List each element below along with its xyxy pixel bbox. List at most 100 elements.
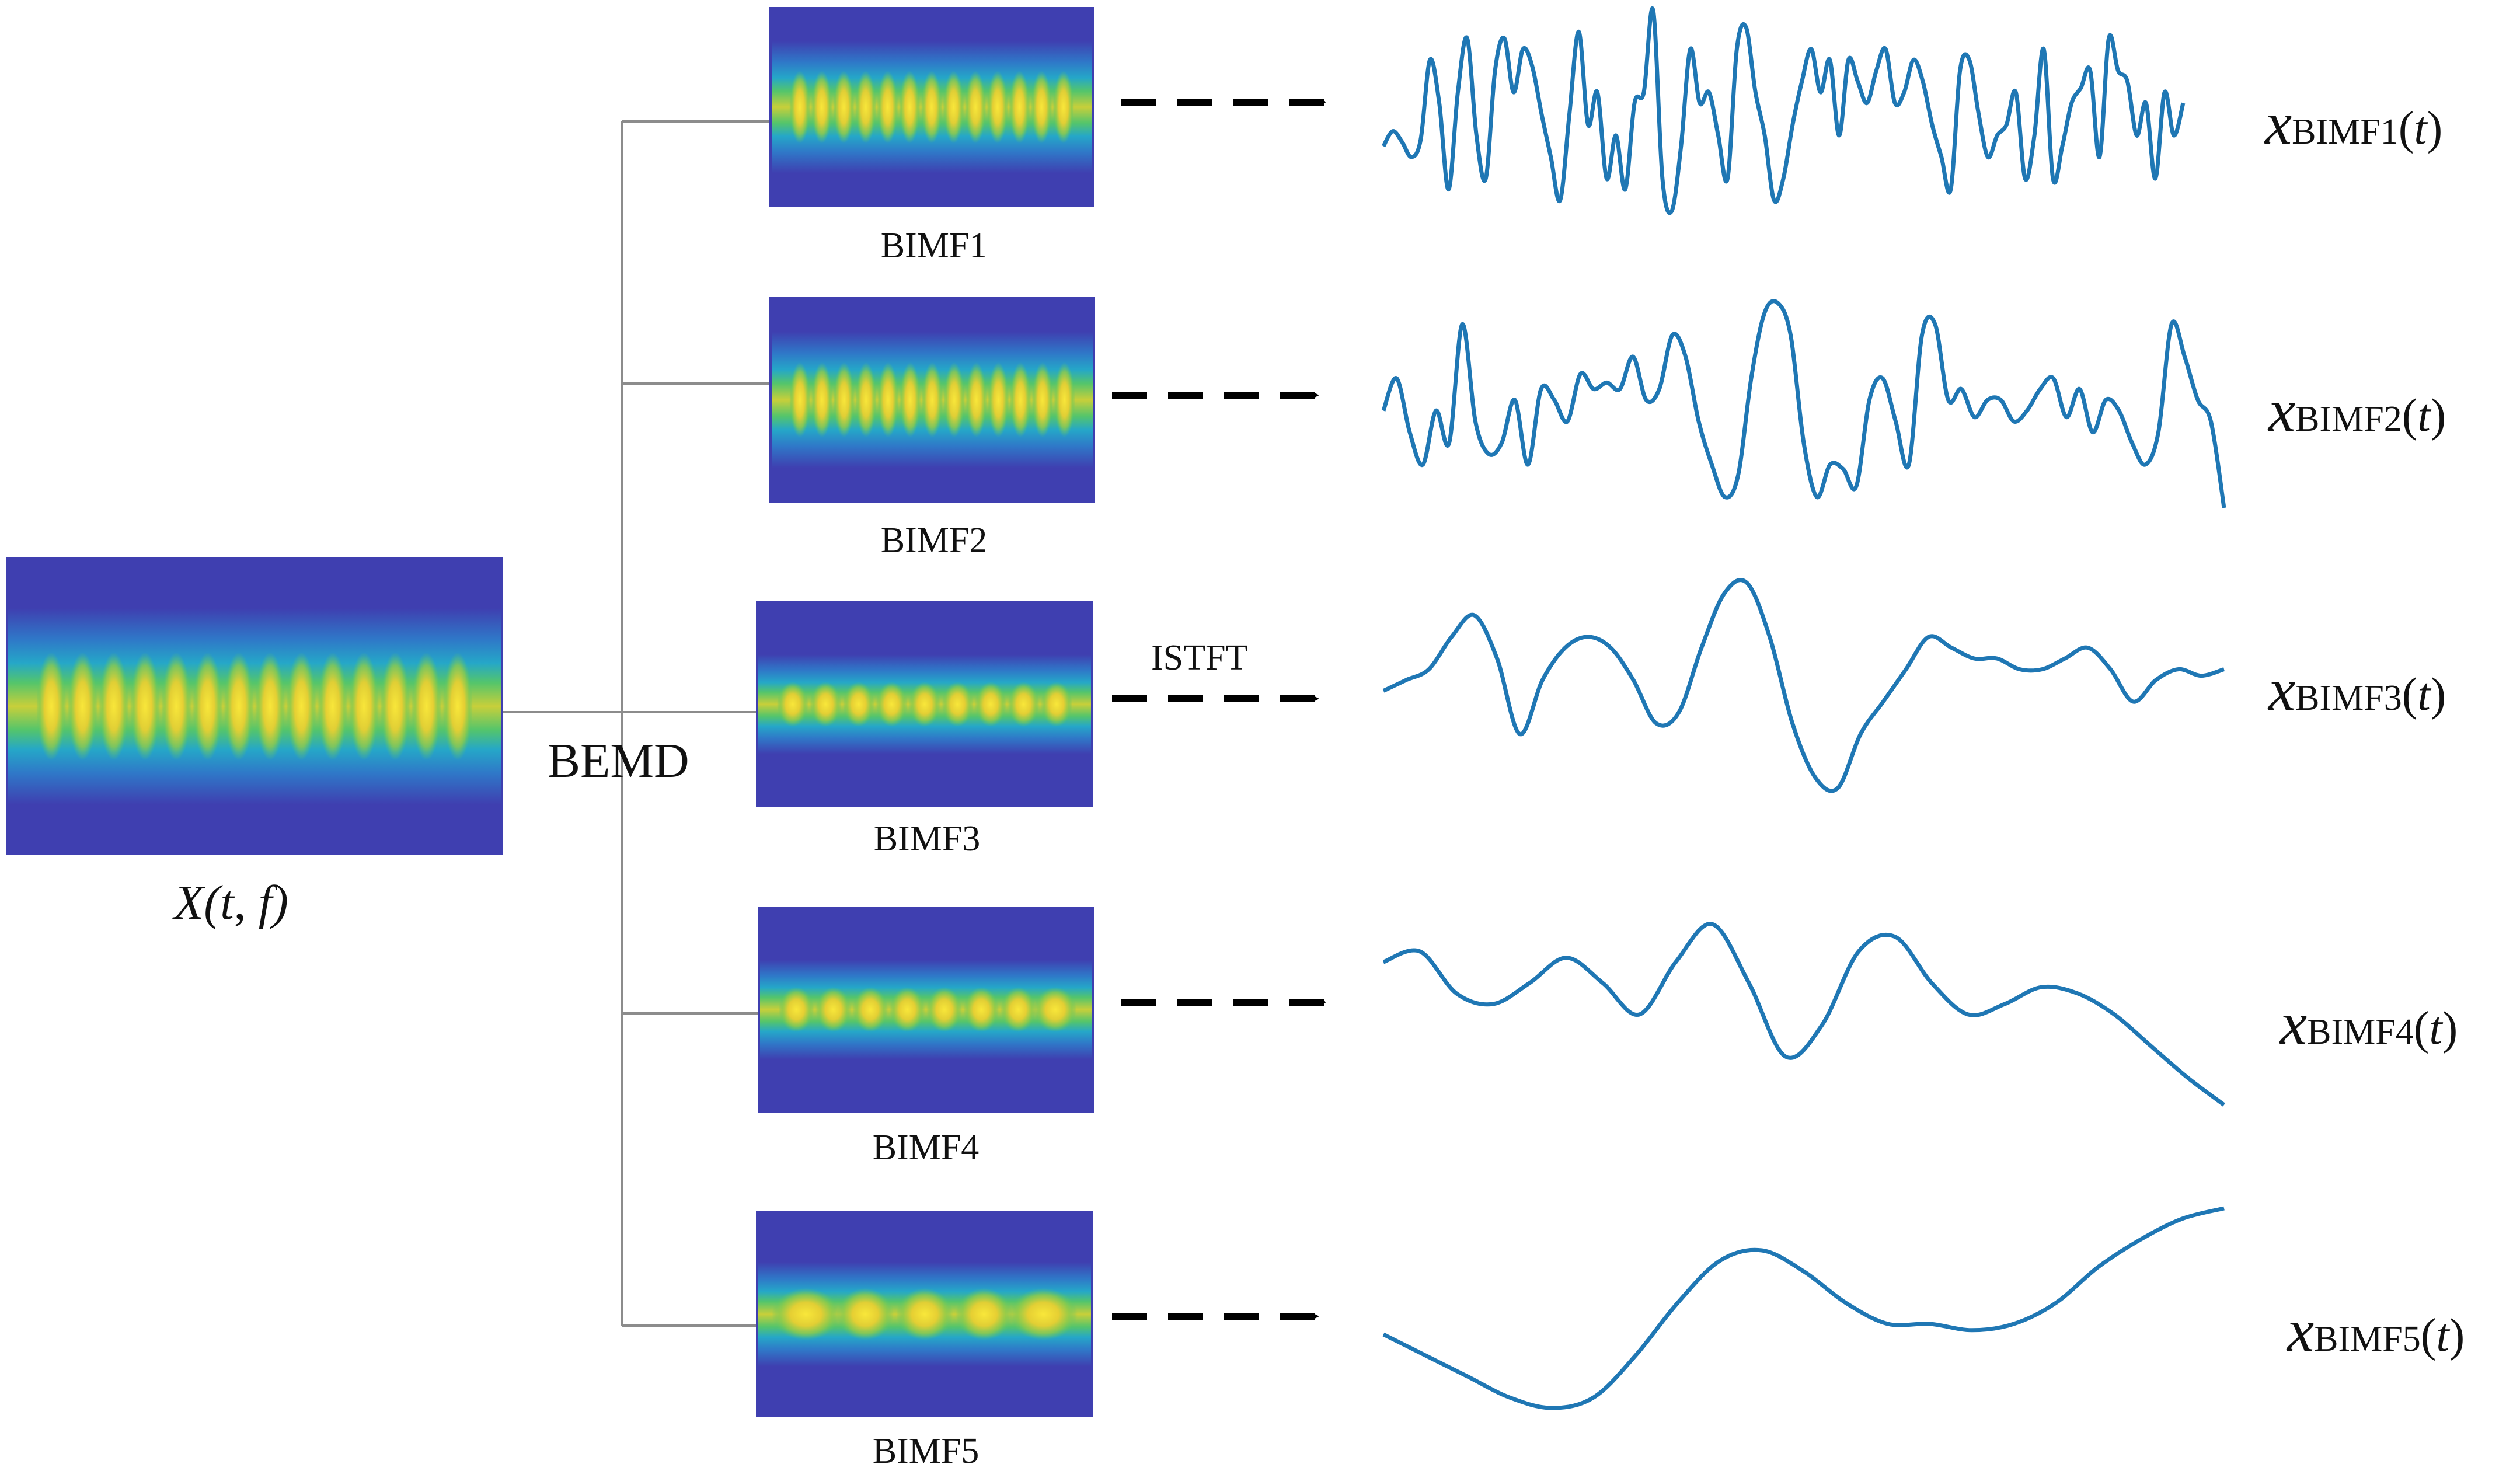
bimf5-spectrogram-blob: [955, 1288, 1013, 1341]
bimf5-spectrogram-blob: [771, 1288, 841, 1341]
bimf2-spectrogram-blob: [1031, 362, 1053, 438]
waveform-bimf4: [1382, 922, 2226, 1107]
output-arg: t: [2417, 669, 2431, 720]
source-spectrogram-blob: [380, 652, 410, 761]
source-spectrogram-blob: [192, 652, 223, 761]
bimf1-spectrogram-blob: [811, 71, 832, 144]
source-label-prefix: X(: [174, 876, 221, 930]
component-label-bimf5: BIMF5: [872, 1431, 980, 1471]
bimf2-spectrogram-blob: [877, 362, 899, 438]
bimf2-spectrogram-blob: [1009, 362, 1031, 438]
bimf1-spectrogram-blob: [877, 71, 898, 144]
waveform-bimf3: [1382, 578, 2225, 793]
bimf3-spectrogram-blob: [876, 682, 908, 727]
bimf3-spectrogram-blob: [776, 682, 809, 727]
bimf1-spectrogram-blob: [921, 71, 943, 144]
source-spectrogram-blob: [411, 652, 442, 761]
bimf1-spectrogram-blob: [965, 71, 987, 144]
output-subscript: BIMF4: [2307, 1012, 2414, 1052]
source-spectrogram-blob: [130, 652, 161, 761]
bimf4-spectrogram: [758, 907, 1094, 1113]
source-spectrogram-blob: [36, 652, 67, 761]
source-spectrogram-blob: [286, 652, 317, 761]
istft-label: ISTFT: [1151, 638, 1248, 678]
bimf5-spectrogram-blob: [836, 1288, 894, 1341]
bimf2-spectrogram-blob: [789, 362, 811, 438]
source-label-sep: ,: [233, 876, 259, 930]
waveform-bimf1: [1381, 6, 2186, 215]
bimf2-spectrogram-blob: [966, 362, 987, 438]
source-spectrogram-blob: [99, 652, 129, 761]
output-arg: t: [2417, 390, 2431, 441]
bimf2-spectrogram-blob: [943, 362, 965, 438]
output-arg-open: (: [2402, 669, 2418, 720]
source-spectrogram-blob: [67, 652, 98, 761]
bimf3-spectrogram-blob: [908, 682, 941, 727]
output-symbol: x: [2268, 377, 2296, 444]
source-spectrogram-blob: [224, 652, 254, 761]
output-arg-open: (: [2420, 1310, 2437, 1361]
component-label-bimf2: BIMF2: [880, 521, 988, 560]
bimf2-spectrogram-blob: [900, 362, 921, 438]
output-subscript: BIMF1: [2292, 112, 2399, 152]
output-label-bimf3: xBIMF3(t): [2268, 660, 2446, 720]
bimf1-spectrogram: [769, 7, 1094, 207]
output-arg-open: (: [2413, 1003, 2430, 1054]
output-symbol: x: [2280, 990, 2308, 1057]
bimf2-spectrogram-blob: [921, 362, 943, 438]
source-spectrogram-label: X(t, f): [174, 879, 288, 928]
component-label-bimf1: BIMF1: [880, 226, 988, 266]
output-arg-close: ): [2427, 103, 2443, 154]
waveform-bimf5: [1382, 1206, 2225, 1410]
bimf5-spectrogram-blob: [896, 1288, 953, 1341]
component-label-bimf4: BIMF4: [872, 1128, 980, 1167]
bimf1-spectrogram-blob: [833, 71, 855, 144]
bimf2-spectrogram-blob: [1054, 362, 1075, 438]
bimf4-spectrogram-blob: [852, 987, 888, 1032]
bimf1-spectrogram-blob: [1031, 71, 1052, 144]
bimf2-spectrogram-blob: [833, 362, 855, 438]
bimf3-spectrogram-blob: [1008, 682, 1040, 727]
branch-connectors: [503, 120, 769, 1327]
bimf1-spectrogram-blob: [855, 71, 877, 144]
bemd-label: BEMD: [548, 734, 689, 788]
bimf3-spectrogram: [756, 601, 1093, 807]
bimf2-spectrogram: [769, 297, 1095, 503]
bimf5-spectrogram: [756, 1211, 1093, 1417]
output-arg-open: (: [2402, 390, 2418, 441]
output-arg: t: [2429, 1003, 2442, 1054]
waveform-bimf2: [1381, 299, 2226, 508]
output-subscript: BIMF3: [2295, 678, 2402, 718]
bimf1-spectrogram-blob: [987, 71, 1008, 144]
source-spectrogram-blob: [255, 652, 285, 761]
bimf3-spectrogram-blob: [942, 682, 974, 727]
bimf2-spectrogram-blob: [855, 362, 877, 438]
bimf3-spectrogram-blob: [810, 682, 842, 727]
source-label-suffix: ): [271, 876, 288, 930]
source-spectrogram: [6, 557, 503, 855]
output-arg-close: ): [2430, 390, 2446, 441]
output-label-bimf5: xBIMF5(t): [2287, 1301, 2465, 1361]
output-subscript: BIMF2: [2295, 399, 2402, 439]
source-spectrogram-blob: [318, 652, 348, 761]
bimf3-spectrogram-blob: [1040, 682, 1073, 727]
bimf4-spectrogram-blob: [1034, 987, 1077, 1032]
bimf1-spectrogram-blob: [1009, 71, 1030, 144]
output-label-bimf1: xBIMF1(t): [2265, 93, 2442, 154]
bimf4-spectrogram-blob: [1000, 987, 1036, 1032]
output-symbol: x: [2268, 656, 2296, 723]
bimf1-spectrogram-blob: [1052, 71, 1074, 144]
source-label-t: t: [220, 876, 234, 930]
component-label-bimf3: BIMF3: [873, 819, 981, 859]
bimf4-spectrogram-blob: [815, 987, 852, 1032]
bimf4-spectrogram-blob: [778, 987, 814, 1032]
output-arg-open: (: [2398, 103, 2414, 154]
bimf1-spectrogram-blob: [899, 71, 921, 144]
output-arg: t: [2436, 1310, 2449, 1361]
bimf3-spectrogram-blob: [974, 682, 1007, 727]
output-label-bimf2: xBIMF2(t): [2268, 381, 2446, 441]
bimf4-spectrogram-blob: [926, 987, 963, 1032]
bimf4-spectrogram-blob: [889, 987, 925, 1032]
bimf4-spectrogram-blob: [963, 987, 999, 1032]
